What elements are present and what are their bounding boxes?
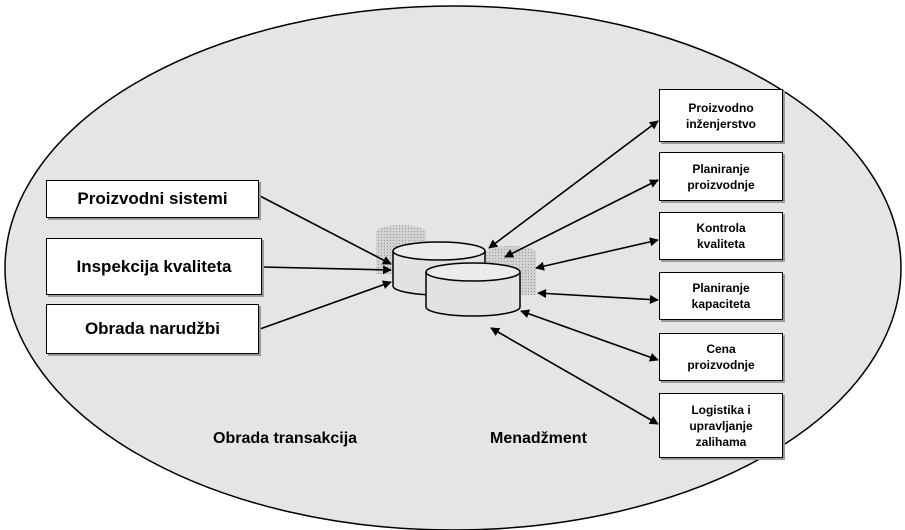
box-cena-proizvodnje: Cena proizvodnje — [659, 333, 783, 381]
box-proizvodno-inzenjerstvo: Proizvodno inženjerstvo — [659, 89, 783, 142]
box-label: Planiranje proizvodnje — [687, 161, 755, 192]
box-label: Planiranje kapaciteta — [691, 281, 751, 311]
arrow-planiranje-proizvodnje — [504, 179, 659, 258]
arrow-obrada-narudzbi — [259, 280, 392, 330]
input-arrows — [259, 195, 392, 330]
arrow-inspekcija-kvaliteta — [262, 265, 392, 275]
box-proizvodni-sistemi: Proizvodni sistemi — [46, 180, 259, 218]
box-logistika-upravljanje-zalihama: Logistika i upravljanje zalihama — [659, 393, 783, 458]
output-arrows — [488, 120, 659, 425]
arrow-logistika — [490, 327, 659, 425]
box-planiranje-kapaciteta: Planiranje kapaciteta — [659, 272, 783, 320]
box-label: Logistika i upravljanje zalihama — [689, 402, 753, 449]
box-inspekcija-kvaliteta: Inspekcija kvaliteta — [46, 238, 262, 295]
caption-menadzment: Menadžment — [490, 430, 587, 447]
box-label: Kontrola kvaliteta — [696, 221, 746, 251]
database-cylinder-front — [425, 262, 521, 317]
arrow-planiranje-kapaciteta — [537, 288, 659, 305]
box-label: Cena proizvodnje — [687, 342, 755, 372]
box-label: Obrada narudžbi — [84, 319, 221, 338]
arrow-kontrola-kvaliteta — [535, 237, 659, 271]
box-label: Inspekcija kvaliteta — [76, 256, 232, 276]
box-label: Proizvodno inženjerstvo — [685, 100, 757, 131]
caption-obrada-transakcija: Obrada transakcija — [213, 430, 358, 447]
box-kontrola-kvaliteta: Kontrola kvaliteta — [659, 212, 783, 260]
arrow-proizvodni-sistemi — [259, 195, 392, 265]
box-label: Proizvodni sistemi — [77, 189, 228, 208]
box-obrada-narudzbi: Obrada narudžbi — [46, 304, 259, 354]
box-planiranje-proizvodnje: Planiranje proizvodnje — [659, 152, 783, 201]
